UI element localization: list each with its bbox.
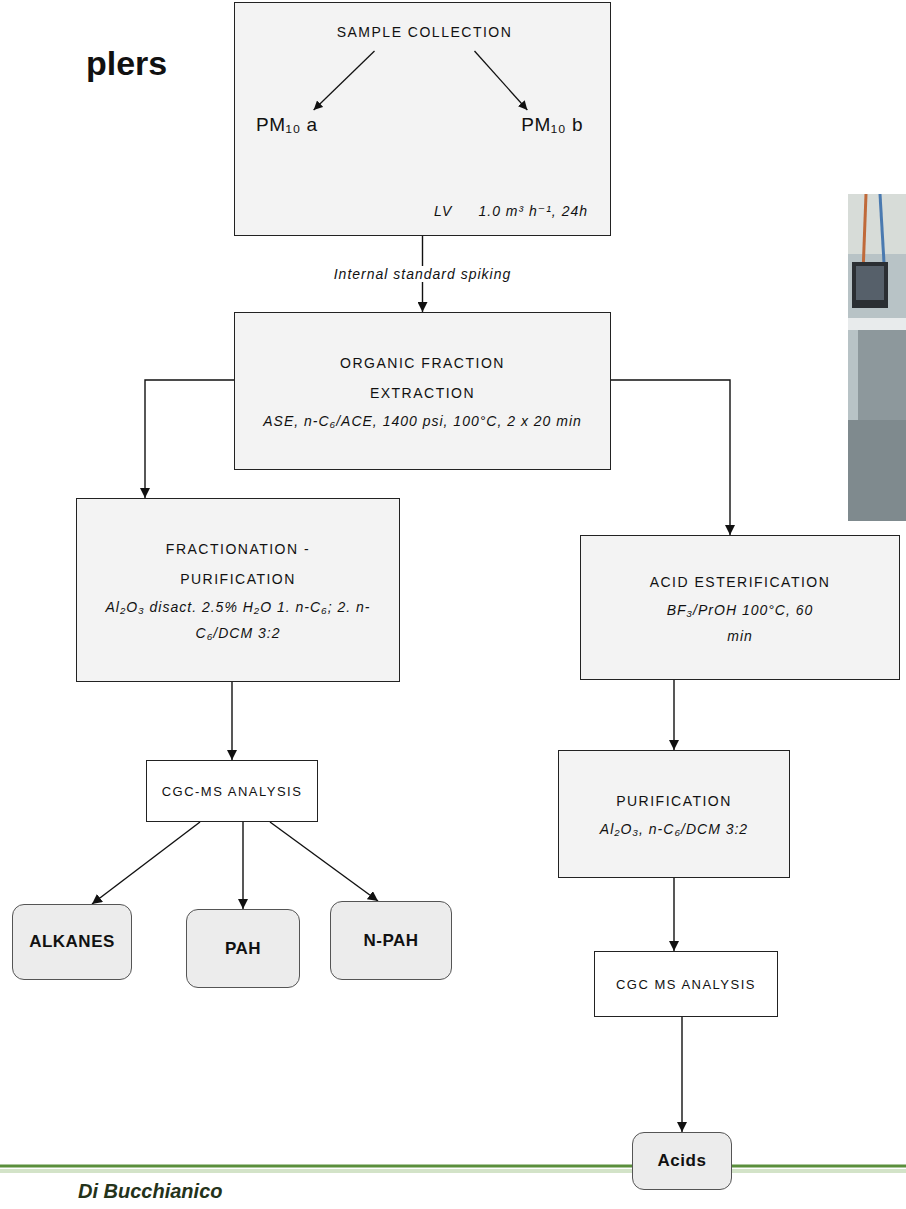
photo-ground — [848, 194, 906, 521]
sample-label: PM₁₀ a — [256, 114, 318, 136]
result-box: PAH — [186, 909, 300, 988]
result-box: ALKANES — [12, 904, 132, 980]
result-label: ALKANES — [29, 932, 115, 952]
process-box: PURIFICATIONAl₂O₃, n-C₆/DCM 3:2 — [558, 750, 790, 878]
text-row: LV 1.0 m³ h⁻¹, 24h — [261, 203, 588, 219]
footer-rule — [0, 1165, 906, 1168]
author-name: Di Bucchianico — [78, 1180, 222, 1203]
box-heading: PURIFICATION — [616, 786, 732, 816]
result-box: Acids — [632, 1132, 732, 1190]
flow-arrow — [611, 380, 730, 535]
sample-label: PM₁₀ b — [521, 114, 583, 136]
conditions-text: BF₃/PrOH 100°C, 60 min — [660, 597, 820, 649]
conditions-text: ASE, n-C₆/ACE, 1400 psi, 100°C, 2 x 20 m… — [263, 408, 582, 434]
flow-arrow — [681, 1017, 682, 1132]
conditions-text: Al₂O₃, n-C₆/DCM 3:2 — [600, 816, 748, 842]
photo-wall — [848, 194, 906, 254]
box-heading: SAMPLE COLLECTION — [337, 17, 513, 47]
analysis-box: CGC MS ANALYSIS — [594, 951, 778, 1017]
photo-monitor — [852, 262, 888, 308]
flow-arrow — [673, 680, 674, 750]
text-row: SAMPLE COLLECTION — [261, 17, 588, 47]
flow-arrow — [231, 682, 232, 760]
photo-bench — [848, 318, 906, 330]
flow-rate: 1.0 m³ h⁻¹, 24h — [478, 203, 588, 219]
process-box: SAMPLE COLLECTION PM₁₀ a PM₁₀ b LV 1.0 m³ h⁻… — [234, 2, 611, 236]
text-row: PM₁₀ a PM₁₀ b — [256, 114, 593, 136]
photo-screen — [856, 266, 884, 300]
box-heading: ORGANIC FRACTION EXTRACTION — [318, 348, 528, 408]
photo-floor — [848, 420, 906, 521]
process-box: ORGANIC FRACTION EXTRACTIONASE, n-C₆/ACE… — [234, 312, 611, 470]
lab-photo — [848, 194, 906, 521]
conditions-text: Al₂O₃ disact. 2.5% H₂O 1. n-C₆; 2. n-C₆/… — [89, 594, 387, 646]
flow-arrow — [270, 822, 378, 901]
footer-band — [0, 1169, 906, 1173]
process-box: ACID ESTERIFICATIONBF₃/PrOH 100°C, 60 mi… — [580, 535, 900, 680]
box-heading: CGC-MS ANALYSIS — [162, 784, 303, 799]
split-arrow — [475, 51, 528, 110]
process-box: FRACTIONATION - PURIFICATIONAl₂O₃ disact… — [76, 498, 400, 682]
flow-arrow — [242, 822, 243, 909]
box-heading: CGC MS ANALYSIS — [616, 977, 756, 992]
result-box: N-PAH — [330, 901, 452, 980]
edge-label: Internal standard spiking — [329, 266, 517, 282]
flow-arrow — [673, 878, 674, 951]
result-label: PAH — [225, 939, 261, 959]
box-heading: ACID ESTERIFICATION — [650, 567, 831, 597]
slide-title: plers — [86, 44, 167, 83]
flow-arrow — [92, 822, 200, 904]
split-arrow — [314, 51, 375, 110]
box-heading: FRACTIONATION - PURIFICATION — [118, 534, 358, 594]
flow-arrow — [145, 380, 234, 498]
sampler-type: LV — [434, 203, 452, 219]
result-label: Acids — [658, 1151, 707, 1171]
analysis-box: CGC-MS ANALYSIS — [146, 760, 318, 822]
result-label: N-PAH — [363, 931, 418, 951]
